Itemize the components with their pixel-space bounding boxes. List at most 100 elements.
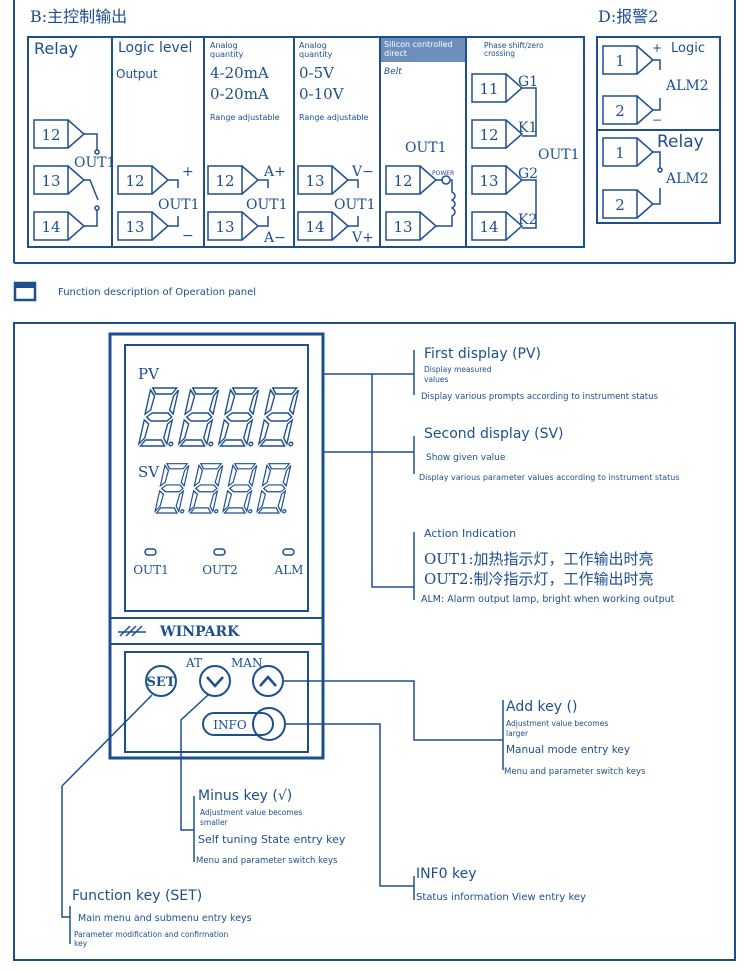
col-analog-v-note: Range adjustable (299, 113, 369, 122)
minus-key-line-1: Adjustment value becomes (200, 808, 302, 817)
relay-terminal-14: 14 (41, 218, 60, 236)
indicator-out1: OUT1 (133, 563, 169, 577)
alm-led (282, 548, 295, 556)
operation-panel-frame (13, 322, 736, 961)
callout-second-display: Second display (SV) Show given value Dis… (419, 426, 680, 482)
analog-v-terminal-13: 13 (305, 172, 324, 190)
chevron-down-icon (206, 676, 224, 688)
analog-v-out1-label: OUT1 (334, 197, 376, 213)
out2-led (213, 548, 226, 556)
add-key[interactable] (252, 665, 284, 697)
second-display-line-1: Show given value (426, 453, 506, 463)
set-key[interactable]: SET (145, 665, 177, 697)
callout-add-key: Add key () Adjustment value becomes larg… (504, 699, 646, 777)
analog-ma-out1-label: OUT1 (246, 197, 288, 213)
scr-out1-label: OUT1 (405, 140, 447, 156)
analog-v-v-plus: V+ (351, 230, 374, 246)
function-key-line-1: Main menu and submenu entry keys (78, 913, 252, 924)
relay-terminal-12: 12 (41, 126, 60, 144)
phase-k2: K2 (518, 212, 537, 228)
minus-key-line-4: Menu and parameter switch keys (196, 856, 338, 866)
info-key-line-1: Status information View entry key (416, 892, 586, 903)
add-key-title: Add key () (506, 699, 577, 715)
chevron-up-icon (259, 675, 277, 687)
col-analog-ma-range1: 4-20mA (210, 64, 269, 82)
first-display-line-3: Display various prompts according to ins… (421, 392, 658, 402)
man-label: MAN (231, 656, 262, 670)
phase-g2: G2 (518, 166, 538, 182)
alarm-relay-terminal-1: 1 (615, 144, 625, 162)
sv-display (154, 463, 294, 514)
phase-terminal-11: 11 (479, 80, 498, 98)
relay-out1-label: OUT1 (74, 155, 116, 171)
alarm-title: D:报警2 (598, 7, 658, 26)
alarm-relay-terminal-2: 2 (615, 196, 625, 214)
pv-label: PV (138, 365, 160, 383)
display-window (124, 344, 309, 612)
wiring-section: B:主控制输出 D:报警2 Relay Logic level Output A… (13, 0, 736, 264)
phase-out1-label: OUT1 (538, 147, 580, 163)
minus-key-line-3: Self tuning State entry key (198, 833, 346, 846)
add-key-line-2: larger (506, 729, 529, 738)
alarm-logic-terminal-2: 2 (615, 102, 625, 120)
callout-info-key: INF0 key Status information View entry k… (416, 866, 586, 903)
phase-terminal-13: 13 (479, 172, 498, 190)
first-display-title: First display (PV) (424, 346, 541, 362)
analog-ma-terminal-12: 12 (215, 172, 234, 190)
first-display-line-1: Display measured (424, 365, 492, 374)
alarm-logic-alm2: ALM2 (665, 78, 709, 94)
analog-ma-a-minus: A− (263, 230, 286, 246)
function-key-title: Function key (SET) (72, 888, 202, 904)
indicator-out2: OUT2 (202, 563, 238, 577)
logic-out1-label: OUT1 (158, 197, 200, 213)
add-key-line-4: Menu and parameter switch keys (504, 767, 646, 777)
relay-terminal-13: 13 (41, 172, 60, 190)
minus-key-title: Minus key (√) (198, 788, 292, 804)
key-area (124, 651, 309, 753)
section-heading: Function description of Operation panel (13, 281, 256, 302)
brand-bar (109, 617, 324, 645)
controller-front: PV SV OUT1 OUT2 ALM WINPARK AT MAN (108, 332, 325, 760)
function-key-line-2: Parameter modification and confirmation (74, 930, 228, 939)
scr-power-label: POWER (432, 170, 454, 177)
callout-action: Action Indication OUT1:加热指示灯，工作输出时亮 OUT2… (421, 527, 675, 605)
action-line-3: ALM: Alarm output lamp, bright when work… (421, 594, 675, 605)
scr-header-bg (381, 38, 465, 62)
scr-terminal-13: 13 (393, 218, 412, 236)
add-key-line-3: Manual mode entry key (506, 744, 630, 756)
info-key-title: INF0 key (416, 866, 477, 882)
analog-v-v-minus: V− (351, 164, 374, 180)
logic-terminal-13: 13 (125, 218, 144, 236)
phase-k1: K1 (518, 120, 537, 136)
alarm-relay-alm2: ALM2 (665, 171, 709, 187)
info-key-label: INFO (213, 718, 247, 732)
alarm-logic-title: Logic (671, 41, 705, 56)
function-key-line-3: key (74, 939, 88, 948)
brand-logo-icon (118, 625, 146, 637)
info-key[interactable]: INFO (202, 707, 286, 741)
action-line-1: OUT1:加热指示灯，工作输出时亮 (424, 550, 654, 568)
col-analog-ma-range2: 0-20mA (210, 85, 269, 103)
callout-first-display: First display (PV) Display measured valu… (421, 346, 658, 402)
section-title: Function description of Operation panel (58, 287, 256, 298)
scr-terminal-12: 12 (393, 172, 412, 190)
col-relay-title: Relay (34, 39, 78, 58)
alarm-logic-minus: − (652, 113, 662, 127)
indicator-alm: ALM (274, 563, 304, 577)
col-logic-subtitle: Output (116, 67, 158, 81)
analog-ma-terminal-13: 13 (215, 218, 234, 236)
sv-label: SV (138, 463, 160, 481)
minus-key-line-2: smaller (200, 818, 229, 827)
col-analog-v-range1: 0-5V (299, 64, 335, 82)
phase-g1: G1 (518, 74, 538, 90)
brand-name: WINPARK (159, 624, 240, 640)
main-output-frame (27, 36, 585, 248)
phase-terminal-14: 14 (479, 218, 498, 236)
minus-key[interactable] (199, 665, 231, 697)
logic-minus: − (182, 228, 194, 244)
main-output-title: B:主控制输出 (30, 7, 127, 26)
analog-v-terminal-14: 14 (305, 218, 324, 236)
alarm-logic-plus: + (652, 41, 662, 55)
